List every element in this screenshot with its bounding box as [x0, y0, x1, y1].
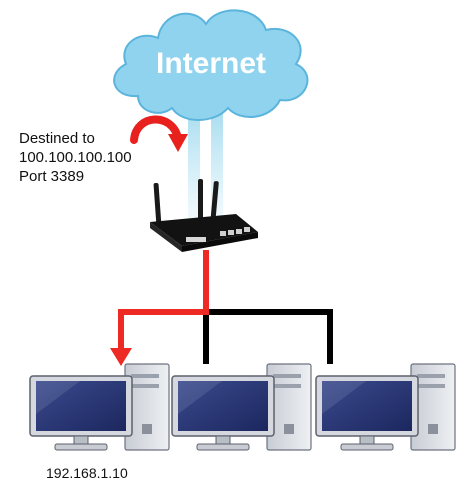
internet-cloud: Internet: [113, 9, 309, 121]
cloud-label: Internet: [156, 47, 266, 80]
computer-1-ip-label: 192.168.1.10: [46, 465, 128, 481]
destination-line-1: Destined to: [19, 130, 95, 147]
lan-cabling: [203, 309, 333, 364]
destination-line-3: Port 3389: [19, 168, 84, 185]
curved-arrow-icon: [130, 115, 188, 152]
desktop-computer-icon: [171, 363, 312, 451]
desktop-computer-icon: [29, 363, 170, 451]
desktop-computer-icon: [315, 363, 456, 451]
forward-path: [110, 250, 209, 366]
destination-line-2: 100.100.100.100: [19, 149, 132, 166]
computer-1: [29, 363, 170, 451]
data-beams: [188, 110, 223, 222]
router-icon: [150, 179, 258, 252]
computer-2: [171, 363, 312, 451]
computer-3: [315, 363, 456, 451]
